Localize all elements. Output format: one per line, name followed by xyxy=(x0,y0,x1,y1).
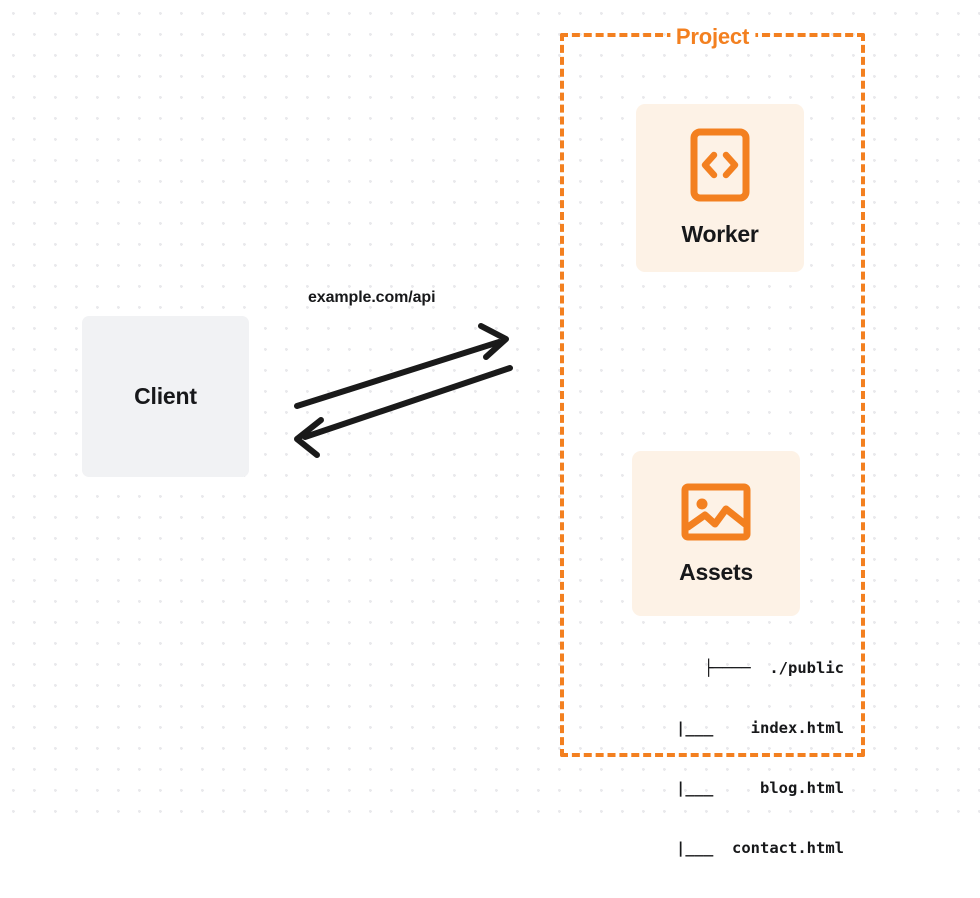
client-node[interactable]: Client xyxy=(82,316,249,477)
client-label: Client xyxy=(134,383,197,409)
request-arrow xyxy=(294,323,509,409)
code-brackets-icon xyxy=(690,128,750,207)
file-tree-row: |___ blog.html xyxy=(676,779,844,797)
assets-file-tree: ├──── ./public |___ index.html |___ blog… xyxy=(594,618,844,898)
worker-card[interactable]: Worker xyxy=(636,104,804,272)
project-label: Project xyxy=(669,24,756,50)
file-tree-row: ├──── ./public xyxy=(704,659,844,677)
worker-label: Worker xyxy=(681,221,759,247)
image-picture-icon xyxy=(681,482,751,547)
assets-card[interactable]: Assets xyxy=(632,451,800,616)
response-arrow xyxy=(294,365,513,458)
connection-label: example.com/api xyxy=(308,289,436,306)
file-tree-row: |___ index.html xyxy=(676,719,844,737)
connection-arrows xyxy=(294,323,513,458)
project-boundary: Project Worker Assets xyxy=(560,24,865,857)
diagram-canvas: Client example.com/api Project xyxy=(0,0,980,857)
file-tree-row: |___ contact.html xyxy=(676,839,844,857)
assets-label: Assets xyxy=(679,558,753,585)
